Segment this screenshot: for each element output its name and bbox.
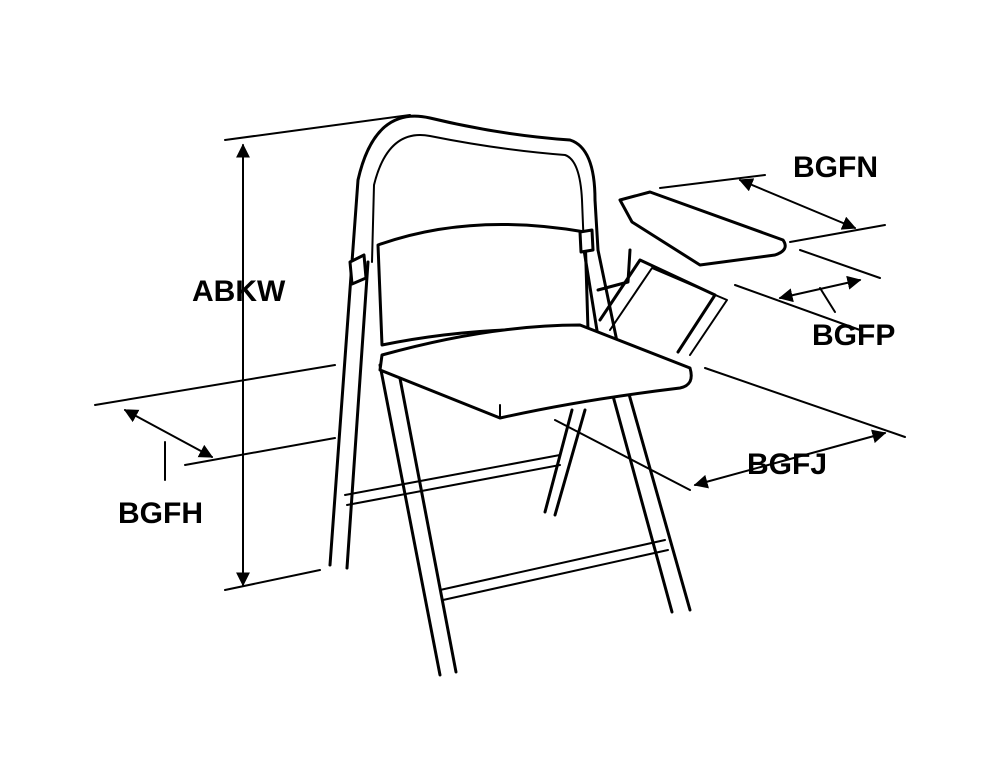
front-cross-brace-bottom <box>442 549 669 601</box>
rear-leg-left-inner <box>345 260 370 570</box>
rear-cross-brace-top <box>344 454 561 496</box>
dimension-bgfh <box>94 364 336 481</box>
tablet-arm-support-upper <box>596 248 632 292</box>
front-leg-left-outer <box>378 363 442 677</box>
label-abkw: ABKW <box>192 275 286 308</box>
label-bgfn: BGFN <box>793 151 878 184</box>
bgfn-extension-bottom <box>789 224 886 243</box>
abkw-extension-top <box>224 114 411 141</box>
label-bgfj: BGFJ <box>747 448 827 481</box>
dimension-bgfp <box>734 249 881 331</box>
hinge-bracket-right <box>578 228 595 254</box>
bgfp-extension-bottom <box>734 284 861 331</box>
bgfp-extension-top <box>799 249 881 279</box>
tablet-arm-support-frame-inner <box>609 267 728 356</box>
back-frame-outer <box>350 114 600 264</box>
back-frame-inner <box>371 134 585 263</box>
seat <box>378 323 693 420</box>
bgfj-extension-left <box>554 419 691 491</box>
dimension-bgfj <box>554 367 906 491</box>
bgfj-extension-right <box>704 367 906 438</box>
front-leg-right-inner <box>608 383 674 614</box>
rear-leg-right-lower-inner <box>543 408 574 514</box>
bgfh-dimension-arrow <box>123 409 214 458</box>
folding-chair-with-tablet-arm <box>328 114 787 677</box>
bgfn-extension-top <box>659 174 766 189</box>
hinge-bracket-left <box>348 253 368 286</box>
bgfj-dimension-arrow <box>693 429 887 489</box>
abkw-extension-bottom <box>224 569 321 591</box>
rear-cross-brace-bottom <box>346 464 561 506</box>
tablet-writing-surface <box>618 190 787 267</box>
bgfh-extension-bottom <box>184 437 336 466</box>
front-cross-brace-top <box>439 539 666 591</box>
front-leg-right-outer <box>623 378 692 612</box>
bgfh-extension-top <box>94 364 336 406</box>
bgfn-dimension-arrow <box>738 178 857 230</box>
rear-leg-right-lower <box>553 408 587 517</box>
tablet-arm-support-frame <box>598 258 717 354</box>
rear-leg-left-outer <box>328 260 354 567</box>
front-leg-left-inner <box>396 366 458 674</box>
bgfp-leader <box>819 287 836 313</box>
dimension-abkw <box>224 114 411 591</box>
label-bgfh: BGFH <box>118 497 203 530</box>
dimension-bgfn <box>659 174 886 243</box>
label-bgfp: BGFP <box>812 319 895 352</box>
